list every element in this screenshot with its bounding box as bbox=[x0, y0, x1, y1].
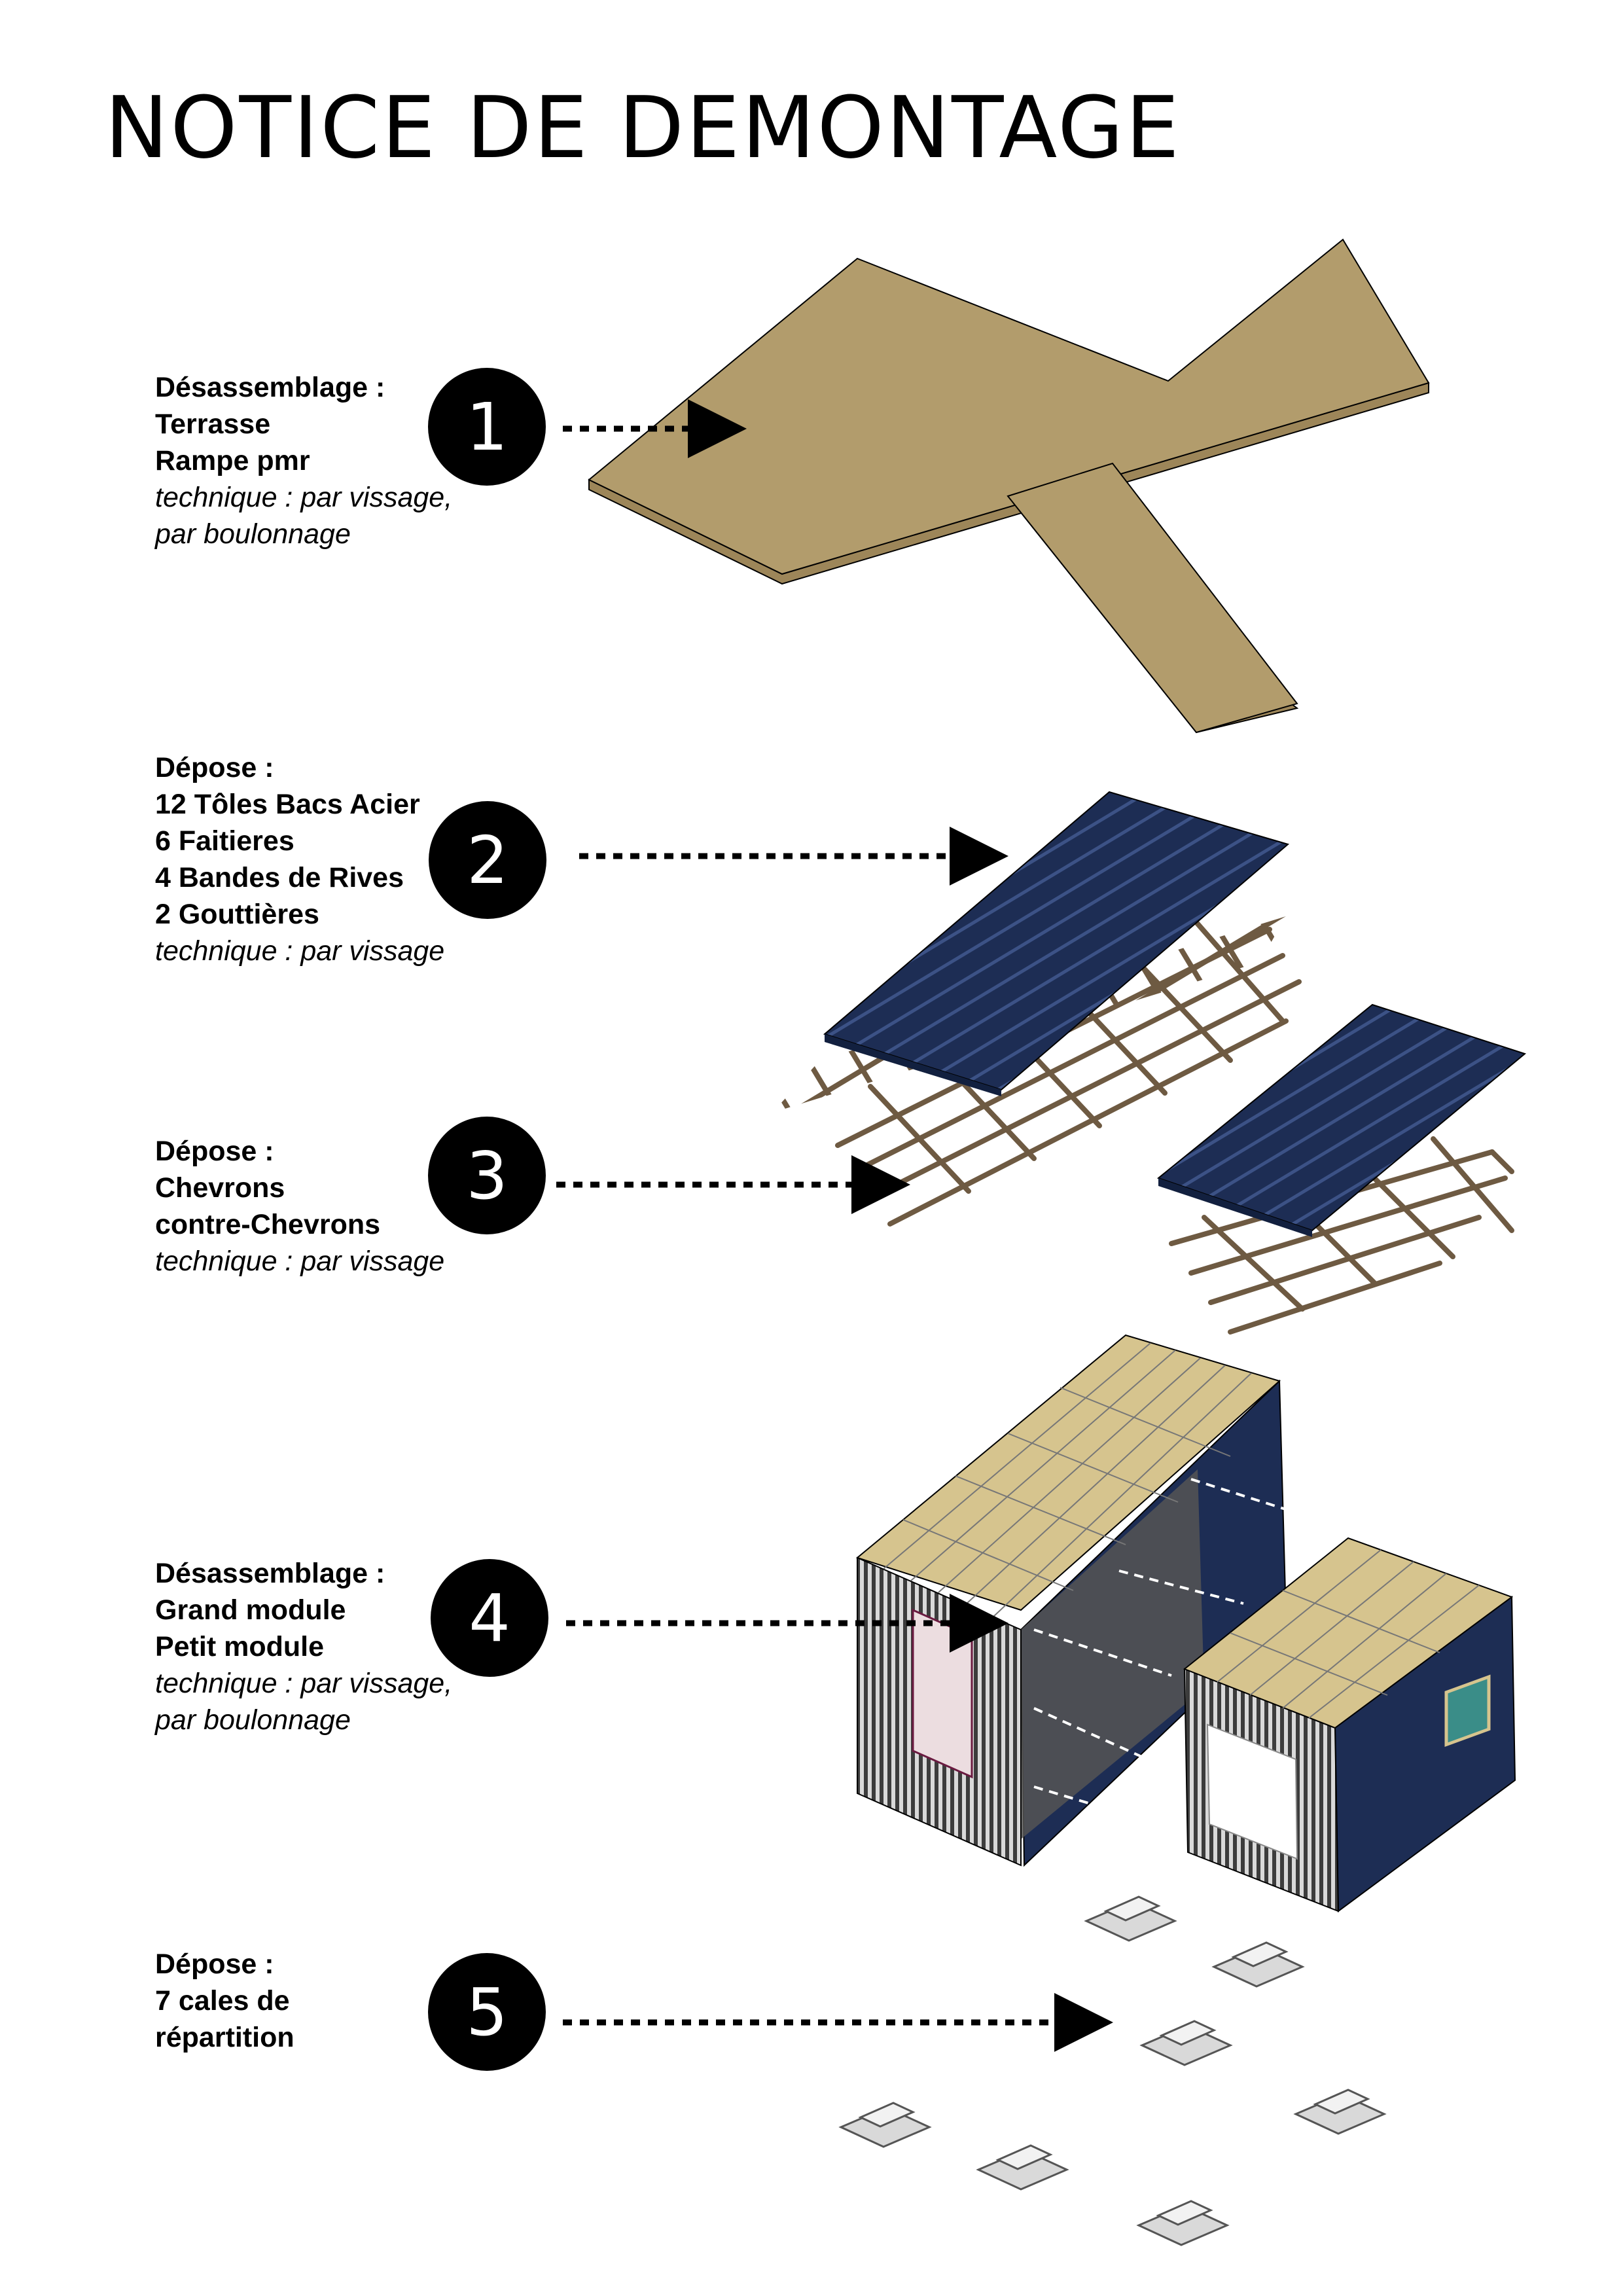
step-3-text: Dépose : Chevrons contre-Chevrons techni… bbox=[155, 1133, 444, 1280]
step-5-heading: Dépose : bbox=[155, 1948, 274, 1980]
step-4-heading: Désassemblage : bbox=[155, 1558, 385, 1589]
step-4-line-1: Grand module bbox=[155, 1594, 346, 1626]
step-4-line-2: Petit module bbox=[155, 1631, 325, 1662]
step-2-line-2: 6 Faitieres bbox=[155, 825, 294, 857]
step-1-number-badge: 1 bbox=[428, 368, 546, 486]
terrace-deck-illustration bbox=[588, 238, 1430, 734]
step-2-line-3: 4 Bandes de Rives bbox=[155, 862, 404, 893]
step-5-line-1: 7 cales de bbox=[155, 1985, 290, 2017]
step-2-line-1: 12 Tôles Bacs Acier bbox=[155, 789, 420, 820]
step-3-line-1: Chevrons bbox=[155, 1172, 285, 1204]
step-2-line-4: 2 Gouttières bbox=[155, 899, 319, 930]
step-2-text: Dépose : 12 Tôles Bacs Acier 6 Faitieres… bbox=[155, 749, 444, 969]
step-2-number-badge: 2 bbox=[429, 801, 546, 919]
page-title: NOTICE DE DEMONTAGE bbox=[105, 78, 1181, 177]
step-1-heading: Désassemblage : bbox=[155, 372, 385, 403]
step-1-technique-1: technique : par vissage, bbox=[155, 482, 453, 513]
step-1-technique-2: par boulonnage bbox=[155, 518, 351, 550]
step-3-line-2: contre-Chevrons bbox=[155, 1209, 381, 1240]
roof-small-illustration bbox=[1156, 1003, 1527, 1335]
step-4-technique-2: par boulonnage bbox=[155, 1704, 351, 1736]
step-4-number-badge: 4 bbox=[431, 1559, 548, 1677]
step-5-line-2: répartition bbox=[155, 2022, 294, 2053]
step-5-text: Dépose : 7 cales de répartition bbox=[155, 1946, 294, 2056]
module-link-arrows bbox=[1033, 1478, 1336, 1827]
step-3-number-badge: 3 bbox=[428, 1117, 546, 1234]
step-4-technique-1: technique : par vissage, bbox=[155, 1668, 453, 1699]
step-2-technique-1: technique : par vissage bbox=[155, 935, 445, 967]
step-3-heading: Dépose : bbox=[155, 1136, 274, 1167]
step-5-number-badge: 5 bbox=[428, 1953, 546, 2071]
step-1-line-2: Rampe pmr bbox=[155, 445, 310, 476]
small-module-illustration bbox=[1183, 1537, 1516, 1912]
step-4-text: Désassemblage : Grand module Petit modul… bbox=[155, 1555, 452, 1738]
step-1-text: Désassemblage : Terrasse Rampe pmr techn… bbox=[155, 369, 452, 552]
roof-large-illustration bbox=[772, 791, 1302, 1227]
step-2-heading: Dépose : bbox=[155, 752, 274, 783]
distribution-shims-illustration bbox=[838, 1895, 1387, 2246]
step-1-line-1: Terrasse bbox=[155, 408, 271, 440]
step-3-technique-1: technique : par vissage bbox=[155, 1246, 445, 1277]
